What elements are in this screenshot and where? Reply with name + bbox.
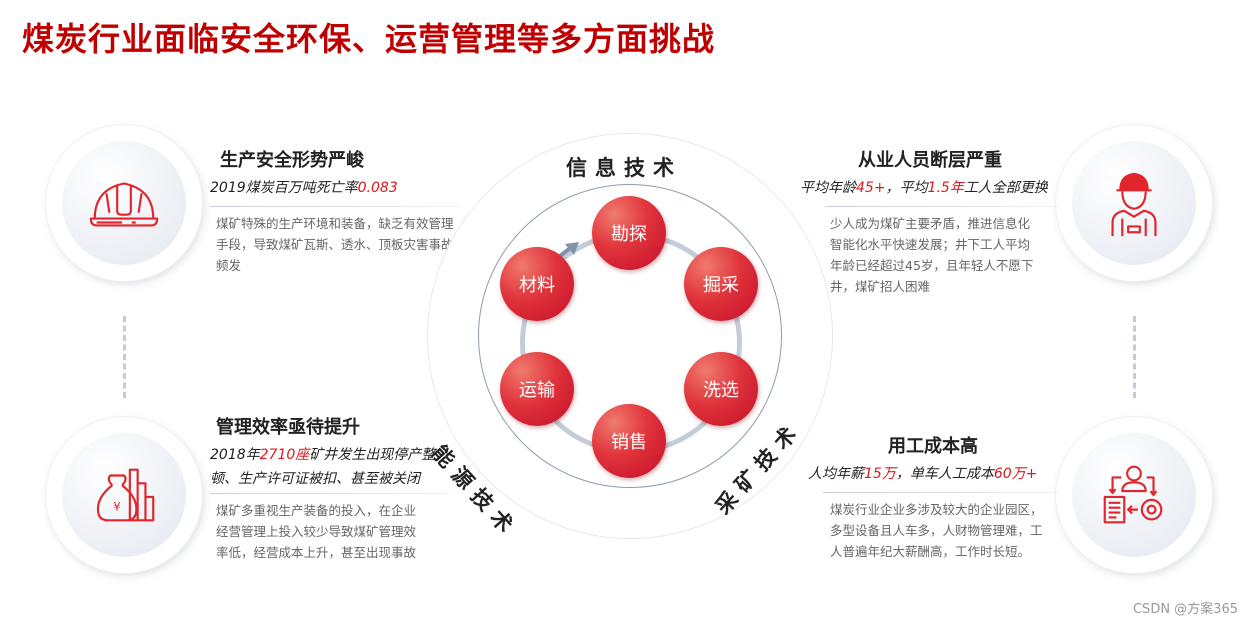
card-subtitle: 人均年薪15万，单车人工成本60万+ [808, 462, 1078, 486]
subtitle-highlight: 60万+ [993, 466, 1038, 482]
node-sales: 销售 [592, 404, 666, 478]
card-workforce: 从业人员断层严重 平均年龄45+，平均1.5年工人全部更换 少人成为煤矿主要矛盾… [800, 146, 1080, 297]
card-divider [825, 206, 1060, 207]
efficiency-icon-circle: ¥ [46, 417, 202, 573]
card-description: 煤矿多重视生产装备的投入，在企业经营管理上投入较少导致煤矿管理效率低，经营成本上… [216, 503, 417, 560]
subtitle-text: 2018年 [210, 447, 260, 463]
hard-hat-icon [89, 182, 159, 227]
subtitle-text: 人均年薪 [808, 466, 864, 482]
subtitle-text: 2019煤炭百万吨死亡率 [210, 180, 358, 196]
card-divider [823, 492, 1058, 493]
card-title: 用工成本高 [888, 436, 978, 457]
workforce-icon-circle [1056, 125, 1212, 281]
card-subtitle: 2018年2710座矿井发生出现停产整顿、生产许可证被扣、甚至被关闭 [210, 443, 450, 491]
worker-icon [1111, 172, 1157, 237]
left-connector-line [123, 316, 126, 398]
subtitle-text: ，单车人工成本 [895, 466, 994, 482]
card-divider [210, 493, 450, 494]
card-description: 少人成为煤矿主要矛盾，推进信息化智能化水平快速发展；井下工人平均年龄已经超过45… [830, 216, 1034, 294]
subtitle-highlight: 2710座 [259, 447, 310, 463]
svg-text:¥: ¥ [113, 500, 120, 514]
card-description: 煤矿特殊的生产环境和装备，缺乏有效管理手段，导致煤矿瓦斯、透水、顶板灾害事故频发 [216, 216, 454, 273]
node-exploration: 勘探 [592, 196, 666, 270]
node-materials: 材料 [500, 247, 574, 321]
subtitle-highlight: 1.5年 [927, 180, 964, 196]
subtitle-highlight: 0.083 [357, 180, 398, 196]
subtitle-highlight: 45+ [856, 180, 886, 196]
workflow-person-gear-icon [1103, 465, 1163, 524]
card-title: 生产安全形势严峻 [220, 150, 364, 171]
card-description: 煤炭行业企业多涉及较大的企业园区，多型设备且人车多，人财物管理难，工人普遍年纪大… [830, 502, 1043, 559]
page-title: 煤炭行业面临安全环保、运营管理等多方面挑战 [22, 20, 716, 58]
card-title: 管理效率亟待提升 [216, 417, 360, 438]
card-labor-cost: 用工成本高 人均年薪15万，单车人工成本60万+ 煤炭行业企业多涉及较大的企业园… [808, 432, 1078, 562]
node-transport: 运输 [500, 352, 574, 426]
card-efficiency: 管理效率亟待提升 2018年2710座矿井发生出现停产整顿、生产许可证被扣、甚至… [210, 413, 450, 563]
safety-icon-circle [46, 125, 202, 281]
subtitle-highlight: 15万 [864, 466, 896, 482]
watermark: CSDN @方案365 [1132, 602, 1238, 617]
card-subtitle: 2019煤炭百万吨死亡率0.083 [210, 176, 460, 200]
node-excavation: 掘采 [684, 247, 758, 321]
subtitle-text: 工人全部更换 [963, 180, 1048, 196]
card-title: 从业人员断层严重 [858, 150, 1002, 171]
node-washing: 洗选 [684, 352, 758, 426]
card-safety: 生产安全形势严峻 2019煤炭百万吨死亡率0.083 煤矿特殊的生产环境和装备，… [210, 146, 460, 276]
card-divider [210, 206, 460, 207]
card-subtitle: 平均年龄45+，平均1.5年工人全部更换 [800, 176, 1080, 200]
right-connector-line [1133, 316, 1136, 398]
subtitle-text: 平均年龄 [800, 180, 856, 196]
labor-cost-icon-circle [1056, 417, 1212, 573]
subtitle-text: ，平均 [885, 180, 928, 196]
ring-label-info-tech: 信息技术 [566, 156, 682, 180]
subtitle-text: 矿井发生出现停产整顿、生产许可证被扣、甚至被关闭 [210, 447, 436, 487]
money-bag-chart-icon: ¥ [96, 468, 155, 522]
